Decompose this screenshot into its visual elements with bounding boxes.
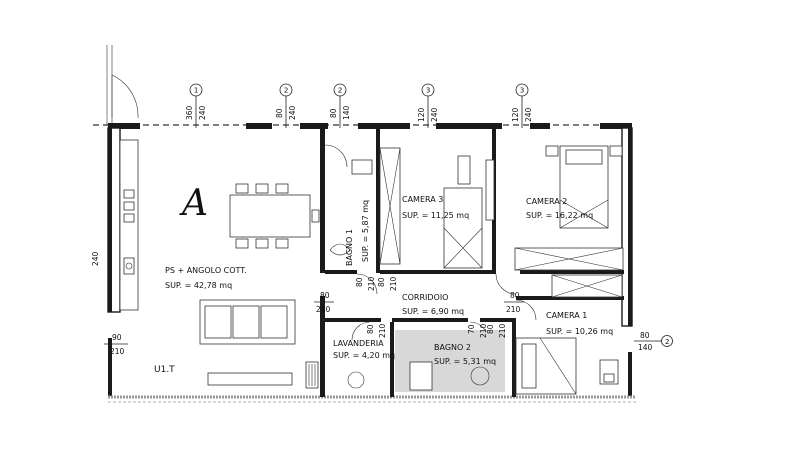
window-marker-3-height: 140 [342,105,351,120]
bagno1-fixtures [329,159,373,256]
sofa [199,299,296,345]
unit-label: U1.T [154,365,175,375]
room-bagno2-area: SUP. = 5,31 mq [434,357,496,366]
dim-camera2-door-top: 80 [510,291,520,300]
room-camera1: CAMERA 1 SUP. = 10,26 mq [546,311,613,336]
dim-entrance: 90 210 [104,333,128,356]
window-marker-2-type: 2 [284,87,288,95]
dim-camera3-door: 80 210 [377,276,398,291]
dim-bagno2-door-bottom: 210 [479,323,488,338]
window-marker-4-type: 3 [426,87,430,95]
dim-lavanderia-door-top: 80 [366,324,375,334]
window-marker-5: 3 120 240 [511,83,533,128]
dim-camera1-door: 80 210 [486,323,507,338]
room-bagno1-name: BAGNO 1 [345,229,354,266]
window-marker-3-width: 80 [329,108,338,118]
camera3-furniture [379,147,495,269]
window-marker-3: 2 80 140 [329,83,351,128]
tv-cabinet [207,372,293,386]
dim-camera1-door-bottom: 210 [498,323,507,338]
window-marker-5-type: 3 [520,87,524,95]
lavanderia-fixtures [305,361,365,389]
dim-camera2-door: 80 210 [504,291,524,314]
room-camera3: CAMERA 3 SUP. = 11,25 mq [402,195,469,220]
room-corridoio: CORRIDOIO SUP. = 6,90 mq [402,293,464,316]
room-corridoio-name: CORRIDOIO [402,293,448,302]
room-type-symbol: A [179,183,208,224]
room-camera1-name: CAMERA 1 [546,311,587,320]
top-wall [93,123,632,129]
window-marker-1-height: 240 [198,105,207,120]
room-bagno1-area: SUP. = 5,87 mq [361,200,370,262]
room-bagno1: BAGNO 1 SUP. = 5,87 mq [345,200,370,266]
dim-living-door-bottom: 210 [316,305,331,314]
dim-bagno1-door-bottom: 210 [367,276,376,291]
kitchen-counter [119,139,139,311]
window-marker-3-type: 2 [338,87,342,95]
window-marker-2-height: 240 [288,105,297,120]
window-marker-2-width: 80 [275,108,284,118]
dim-lavanderia-door: 80 210 [366,323,387,338]
room-lavanderia: LAVANDERIA SUP. = 4,20 mq [333,339,395,360]
dim-right-window-top: 80 [640,331,650,340]
window-marker-1: 1 360 240 [185,83,207,128]
window-marker-5-width: 120 [511,107,520,122]
dim-left-wall: 240 [91,251,100,266]
dim-camera2-door-bottom: 210 [506,305,521,314]
dim-entrance-bottom: 210 [110,347,125,356]
room-corridoio-area: SUP. = 6,90 mq [402,307,464,316]
dim-right-window: 80 140 2 [634,331,673,352]
window-marker-2: 2 80 240 [275,83,297,128]
room-living-area: SUP. = 42,78 mq [165,281,232,290]
dim-entrance-top: 90 [112,333,122,342]
dim-bagno2-door-top: 70 [467,324,476,334]
room-bagno2: BAGNO 2 SUP. = 5,31 mq [434,343,496,366]
window-marker-4-width: 120 [417,107,426,122]
dim-left-wall-value: 240 [91,251,100,266]
dining-table [229,183,320,249]
outer-walls [107,127,636,403]
room-bagno2-name: BAGNO 2 [434,343,471,352]
room-camera2: CAMERA 2 SUP. = 16,22 mq [526,197,593,220]
room-camera2-area: SUP. = 16,22 mq [526,211,593,220]
dim-living-door-top: 80 [320,291,330,300]
window-marker-4: 3 120 240 [417,83,439,128]
room-lavanderia-area: SUP. = 4,20 mq [333,351,395,360]
dim-bagno1-door-top: 80 [355,277,364,287]
room-camera3-area: SUP. = 11,25 mq [402,211,469,220]
dim-right-window-bottom: 140 [638,343,653,352]
dim-camera3-door-top: 80 [377,277,386,287]
window-marker-4-height: 240 [430,107,439,122]
dim-bagno1-door: 80 210 [355,276,376,291]
dim-right-window-type: 2 [665,338,669,346]
dim-lavanderia-door-bottom: 210 [378,323,387,338]
room-living: PS + ANGOLO COTT. SUP. = 42,78 mq [165,266,247,290]
dim-camera3-door-bottom: 210 [389,276,398,291]
window-marker-1-type: 1 [194,87,198,95]
dim-bagno2-door: 70 210 [467,323,488,338]
room-camera1-area: SUP. = 10,26 mq [546,327,613,336]
camera2-furniture [514,145,624,271]
room-camera3-name: CAMERA 3 [402,195,443,204]
window-marker-5-height: 240 [524,107,533,122]
dim-camera1-door-top: 80 [486,324,495,334]
window-marker-1-width: 360 [185,105,194,120]
room-living-name: PS + ANGOLO COTT. [165,266,247,275]
dim-living-door: 80 210 [314,291,334,314]
room-camera2-name: CAMERA 2 [526,197,567,206]
entrance-door-area [106,45,139,125]
bagno2-fixtures [395,330,505,392]
room-lavanderia-name: LAVANDERIA [333,339,384,348]
camera1-furniture [515,274,623,395]
